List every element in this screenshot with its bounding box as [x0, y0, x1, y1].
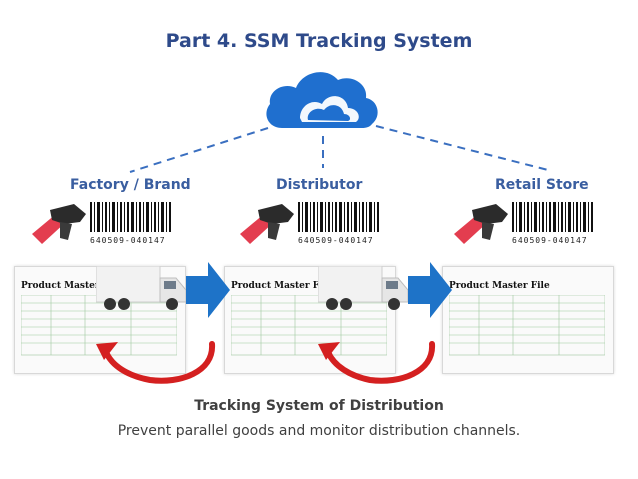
- barcode-number: 640509-040147: [90, 236, 166, 245]
- truck-icon: [318, 266, 409, 310]
- node-label-factory: Factory / Brand: [70, 177, 191, 193]
- blue-arrow-icon: [186, 262, 230, 318]
- spreadsheet-grid: [21, 295, 177, 356]
- red-return-arrows: [96, 341, 436, 384]
- scan-group-factory: 640509-040147: [30, 200, 190, 260]
- cloud-icon: [266, 72, 378, 128]
- barcode-scanner-icon: [454, 204, 508, 244]
- scan-group-distributor: 640509-040147: [238, 200, 398, 260]
- caption-heading: Tracking System of Distribution: [194, 398, 444, 414]
- barcode-icon: [298, 202, 379, 232]
- blue-arrow-icon: [408, 262, 452, 318]
- barcode-scanner-icon: [240, 204, 294, 244]
- red-return-arrow-icon: [96, 341, 216, 384]
- connector-right: [375, 125, 549, 171]
- spreadsheet-grid: [231, 295, 387, 356]
- document-title: Product Master File: [21, 281, 122, 291]
- caption-subtext: Prevent parallel goods and monitor distr…: [117, 423, 521, 439]
- node-label-retail: Retail Store: [495, 177, 589, 193]
- barcode-number: 640509-040147: [298, 236, 374, 245]
- barcode-number: 640509-040147: [512, 236, 588, 245]
- document-title: Product Master File: [231, 281, 332, 291]
- spreadsheet-grid: [449, 295, 605, 356]
- scan-group-retail: 640509-040147: [452, 200, 612, 260]
- barcode-icon: [90, 202, 171, 232]
- barcode-icon: [512, 202, 593, 232]
- page-title: Part 4. SSM Tracking System: [165, 30, 473, 52]
- red-return-arrow-icon: [318, 341, 436, 384]
- cloud-network-diagram: [129, 72, 549, 173]
- document-title: Product Master File: [449, 281, 550, 291]
- barcode-scanner-icon: [32, 204, 86, 244]
- truck-icon: [96, 266, 187, 310]
- connector-left: [129, 127, 269, 173]
- node-label-distributor: Distributor: [276, 177, 363, 193]
- product-master-file-distributor: Product Master File: [224, 266, 396, 374]
- product-master-file-retail: Product Master File: [442, 266, 614, 374]
